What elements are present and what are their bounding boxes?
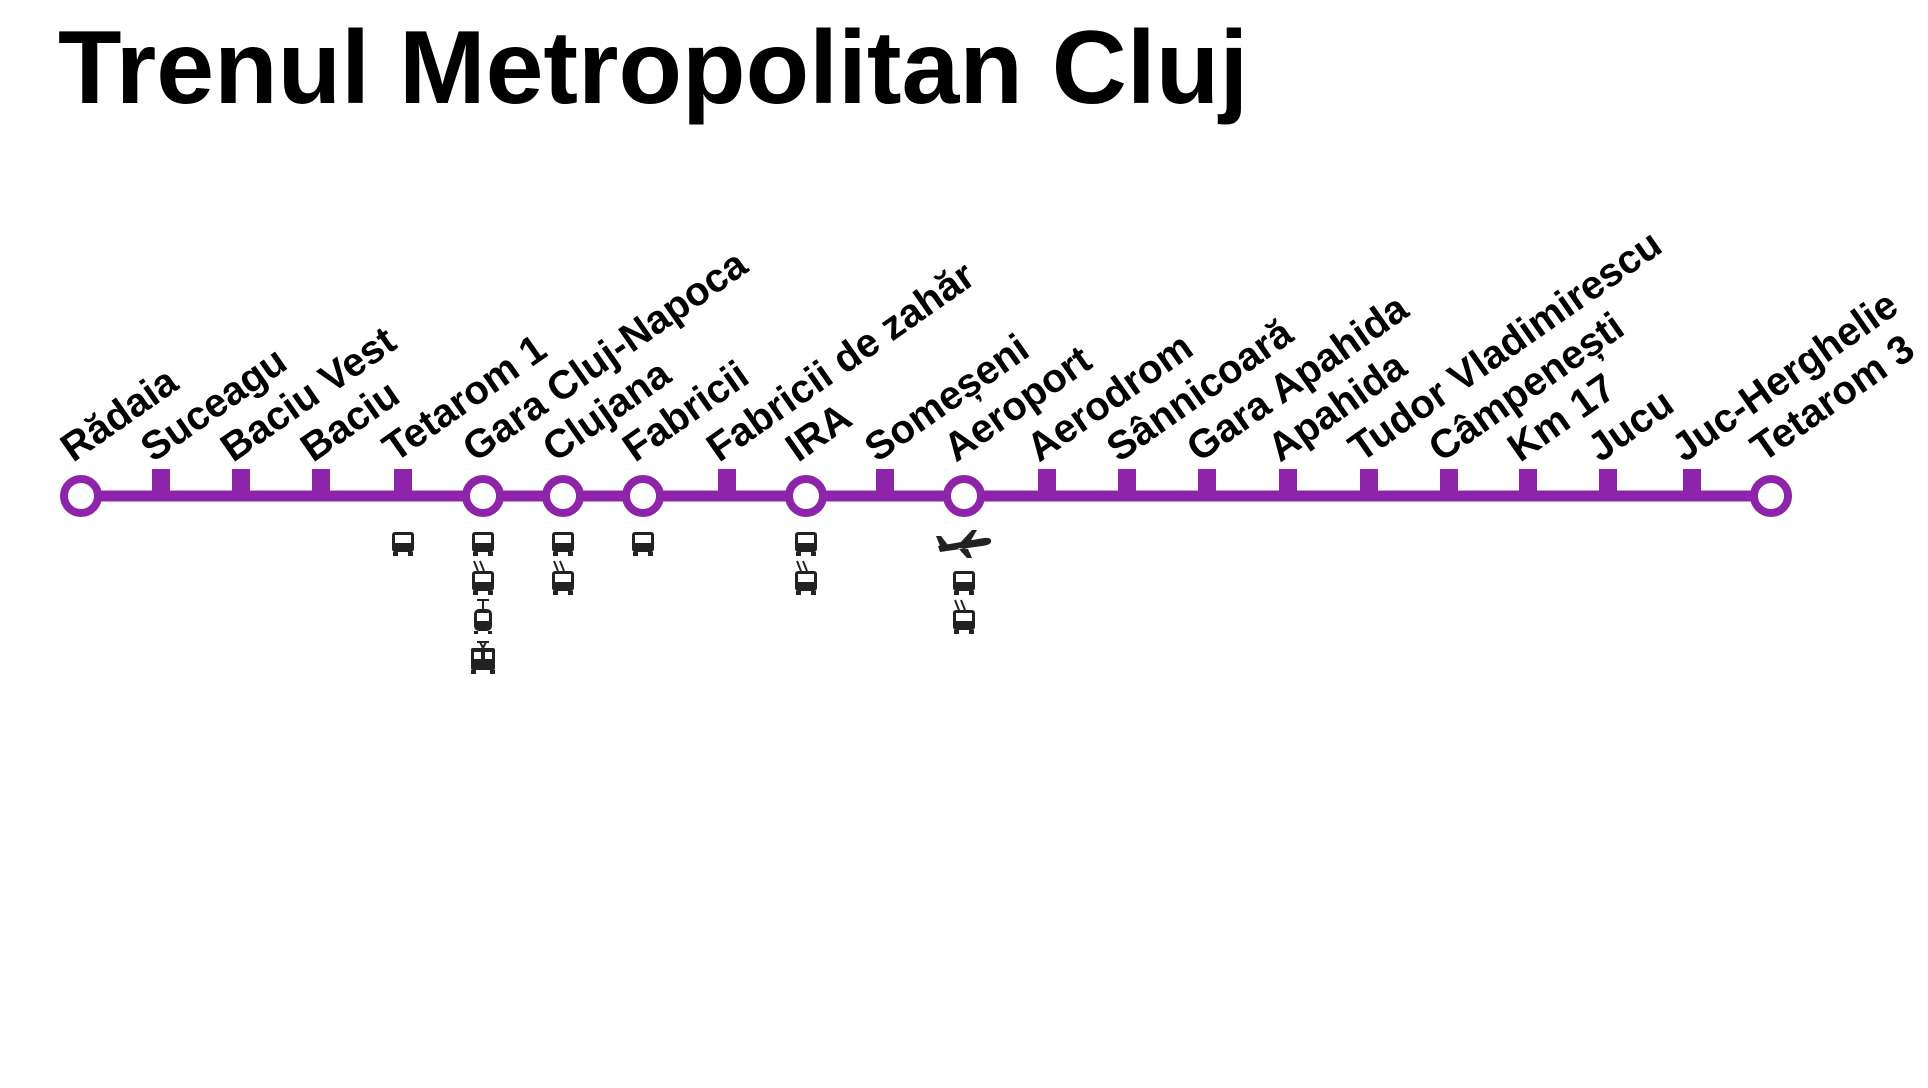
station-tick-tudor-vladimirescu — [1360, 469, 1378, 497]
station-tick-suceagu — [152, 469, 170, 497]
trolleybus-icon — [953, 599, 975, 634]
station-tick-tetarom-1 — [394, 469, 412, 497]
trolleybus-icon — [552, 560, 574, 595]
bus-icon — [795, 532, 817, 556]
station-tick-fabricii-de-zahar — [718, 469, 736, 497]
station-marker-ira — [785, 475, 827, 517]
station-tick-km-17 — [1519, 469, 1537, 497]
station-tick-aerodrom — [1038, 469, 1056, 497]
station-tick-someseni — [876, 469, 894, 497]
bus-icon — [472, 532, 494, 556]
station-marker-fabricii — [622, 475, 664, 517]
station-tick-baciu-vest — [232, 469, 250, 497]
page-title: Trenul Metropolitan Cluj — [58, 10, 1249, 126]
station-tick-campenesti — [1440, 469, 1458, 497]
train-icon — [471, 641, 495, 674]
station-marker-aeroport — [943, 475, 985, 517]
station-tick-apahida — [1279, 469, 1297, 497]
station-marker-radaia — [60, 475, 102, 517]
bus-icon — [552, 532, 574, 556]
bus-icon — [632, 532, 654, 556]
station-marker-tetarom-3 — [1750, 475, 1792, 517]
station-tick-baciu — [312, 469, 330, 497]
station-tick-jucu — [1599, 469, 1617, 497]
bus-icon — [392, 532, 414, 556]
station-tick-juc-herghelie — [1683, 469, 1701, 497]
station-marker-gara-cluj-napoca — [462, 475, 504, 517]
bus-icon — [953, 571, 975, 595]
trolleybus-icon — [795, 560, 817, 595]
trolleybus-icon — [472, 560, 494, 595]
station-marker-clujana — [542, 475, 584, 517]
tram-icon — [474, 599, 492, 634]
airplane-icon — [936, 530, 992, 558]
station-tick-sannicoara — [1118, 469, 1136, 497]
station-tick-gara-apahida — [1198, 469, 1216, 497]
